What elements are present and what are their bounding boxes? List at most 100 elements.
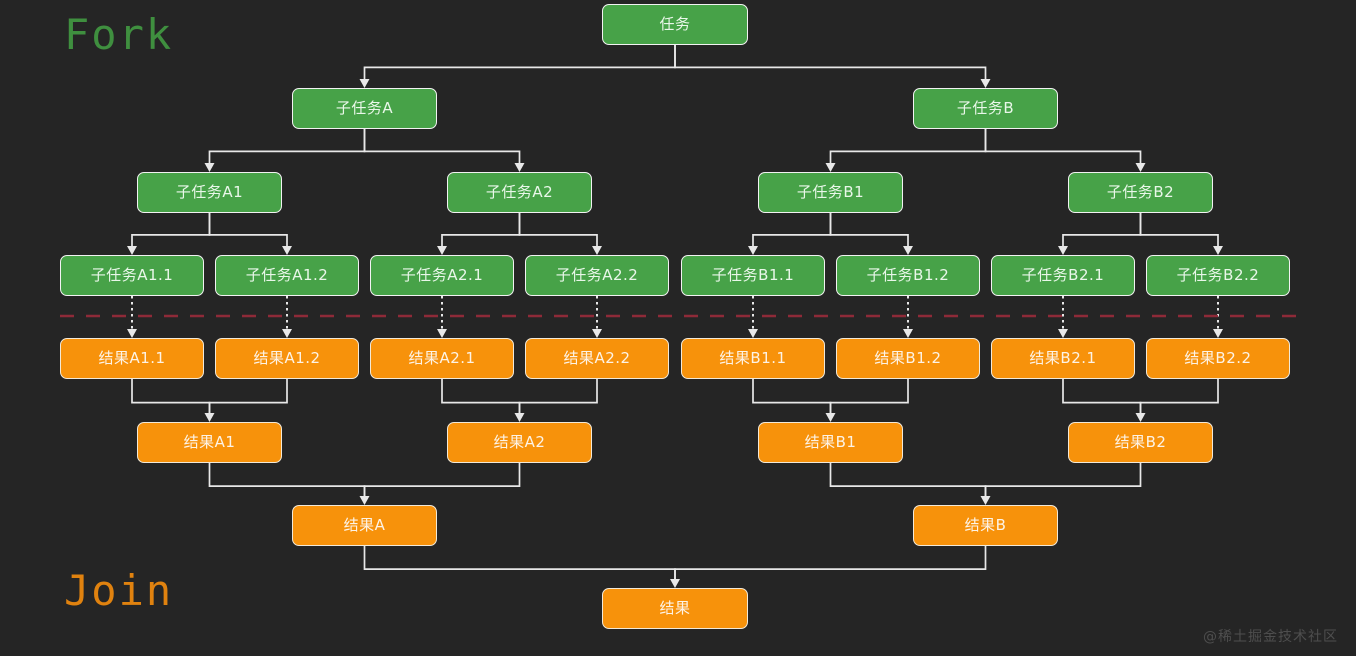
node-label: 结果B2.2 <box>1184 349 1252 367</box>
transition-edge-taskB12-resB12-arrowhead <box>903 329 913 338</box>
result-node-resA12: 结果A1.2 <box>215 338 359 379</box>
join-arrowhead-resA <box>359 496 370 505</box>
task-node-taskA11: 子任务A1.1 <box>60 255 204 296</box>
fork-edge-taskA-taskA2-line <box>363 129 521 163</box>
transition-edge-taskB21-resB21-arrowhead <box>1058 329 1068 338</box>
task-node-taskB11: 子任务B1.1 <box>681 255 825 296</box>
task-node-taskB1: 子任务B1 <box>758 172 903 213</box>
fork-edge-taskB1-taskB12-arrowhead <box>903 246 913 255</box>
result-node-resB2: 结果B2 <box>1068 422 1213 463</box>
fork-edge-taskB1-taskB11-arrowhead <box>748 246 758 255</box>
join-edge-resA1-resA-line <box>208 463 366 496</box>
result-node-resA: 结果A <box>292 505 437 546</box>
join-edge-resB11-resB1-line <box>752 379 832 413</box>
fork-edge-task-taskA-line <box>363 45 676 79</box>
fork-edge-taskA1-taskA11-arrowhead <box>127 246 137 255</box>
fork-edge-taskA2-taskA22-line <box>518 213 598 246</box>
node-label: 结果 <box>659 599 691 617</box>
node-label: 结果A2 <box>493 433 546 451</box>
fork-edge-taskB2-taskB21-arrowhead <box>1058 246 1068 255</box>
result-node-resA22: 结果A2.2 <box>525 338 669 379</box>
node-label: 子任务B1.1 <box>711 266 795 284</box>
watermark: @稀土掘金技术社区 <box>1203 629 1338 645</box>
transition-edge-taskB22-resB22-arrowhead <box>1213 329 1223 338</box>
fork-edge-taskB-taskB1-arrowhead <box>825 163 836 172</box>
node-label: 结果A2.2 <box>563 349 631 367</box>
node-label: 子任务A2 <box>485 183 554 201</box>
join-arrowhead-resA2 <box>514 413 525 422</box>
fork-edge-taskB1-taskB12-line <box>829 213 909 246</box>
node-label: 子任务A1.2 <box>245 266 329 284</box>
node-label: 子任务B1 <box>796 183 865 201</box>
result-node-resA21: 结果A2.1 <box>370 338 514 379</box>
join-edge-resA11-resA1-line <box>131 379 211 413</box>
fork-edge-taskA2-taskA21-line <box>441 213 521 246</box>
result-node-resA1: 结果A1 <box>137 422 282 463</box>
result-node-resB: 结果B <box>913 505 1058 546</box>
transition-edge-taskA11-resA11-arrowhead <box>127 329 137 338</box>
fork-edge-taskB-taskB2-arrowhead <box>1135 163 1146 172</box>
result-node-resB12: 结果B1.2 <box>836 338 980 379</box>
result-node-resB11: 结果B1.1 <box>681 338 825 379</box>
fork-edge-taskB2-taskB21-line <box>1062 213 1142 246</box>
join-edge-resB12-resB1-line <box>829 379 909 413</box>
join-edge-resB22-resB2-line <box>1139 379 1219 413</box>
fork-edge-task-taskA-arrowhead <box>359 79 370 88</box>
join-edge-resB2-resB-line <box>984 463 1142 496</box>
result-node-resB21: 结果B2.1 <box>991 338 1135 379</box>
join-edge-resA2-resA-line <box>363 463 521 496</box>
fork-edge-taskA-taskA1-line <box>208 129 366 163</box>
fork-edge-task-taskB-arrowhead <box>980 79 991 88</box>
node-label: 结果A <box>343 516 386 534</box>
join-edge-resB-res-line <box>674 546 987 579</box>
node-label: 子任务B1.2 <box>866 266 950 284</box>
fork-edge-taskB-taskB1-line <box>829 129 987 163</box>
fork-edge-taskA-taskA1-arrowhead <box>204 163 215 172</box>
join-arrowhead-res <box>670 579 680 588</box>
result-node-resA2: 结果A2 <box>447 422 592 463</box>
transition-edge-taskA12-resA12-arrowhead <box>282 329 292 338</box>
join-arrowhead-resA1 <box>204 413 215 422</box>
fork-edge-taskB2-taskB22-line <box>1139 213 1219 246</box>
result-node-res: 结果 <box>602 588 748 629</box>
join-edge-resA-res-line <box>363 546 676 579</box>
node-label: 子任务B2 <box>1106 183 1175 201</box>
fork-edge-taskA2-taskA21-arrowhead <box>437 246 447 255</box>
join-edge-resB1-resB-line <box>829 463 987 496</box>
join-edge-resA21-resA2-line <box>441 379 521 413</box>
node-label: 结果B <box>964 516 1007 534</box>
node-label: 子任务B <box>956 99 1015 117</box>
task-node-taskA2: 子任务A2 <box>447 172 592 213</box>
result-node-resA11: 结果A1.1 <box>60 338 204 379</box>
join-arrowhead-resB2 <box>1135 413 1146 422</box>
transition-edge-taskB11-resB11-arrowhead <box>748 329 758 338</box>
node-label: 子任务A1 <box>175 183 244 201</box>
node-label: 结果B2.1 <box>1029 349 1097 367</box>
join-edge-resB21-resB2-line <box>1062 379 1142 413</box>
node-label: 子任务B2.1 <box>1021 266 1105 284</box>
task-node-taskA22: 子任务A2.2 <box>525 255 669 296</box>
task-node-taskB12: 子任务B1.2 <box>836 255 980 296</box>
node-label: 结果B1.2 <box>874 349 942 367</box>
fork-edge-taskB2-taskB22-arrowhead <box>1213 246 1223 255</box>
fork-stage-label: Fork <box>64 10 174 59</box>
node-label: 结果A1.1 <box>98 349 166 367</box>
transition-edge-taskA21-resA21-arrowhead <box>437 329 447 338</box>
task-node-taskA12: 子任务A1.2 <box>215 255 359 296</box>
task-node-taskB: 子任务B <box>913 88 1058 129</box>
task-node-task: 任务 <box>602 4 748 45</box>
task-node-taskB2: 子任务B2 <box>1068 172 1213 213</box>
task-node-taskA: 子任务A <box>292 88 437 129</box>
node-label: 结果A2.1 <box>408 349 476 367</box>
node-label: 子任务A2.2 <box>555 266 639 284</box>
join-arrowhead-resB <box>980 496 991 505</box>
join-edge-resA22-resA2-line <box>518 379 598 413</box>
node-label: 子任务A <box>335 99 394 117</box>
task-node-taskB22: 子任务B2.2 <box>1146 255 1290 296</box>
node-label: 子任务A2.1 <box>400 266 484 284</box>
fork-edge-taskB1-taskB11-line <box>752 213 832 246</box>
join-arrowhead-resB1 <box>825 413 836 422</box>
fork-edge-taskA1-taskA12-arrowhead <box>282 246 292 255</box>
